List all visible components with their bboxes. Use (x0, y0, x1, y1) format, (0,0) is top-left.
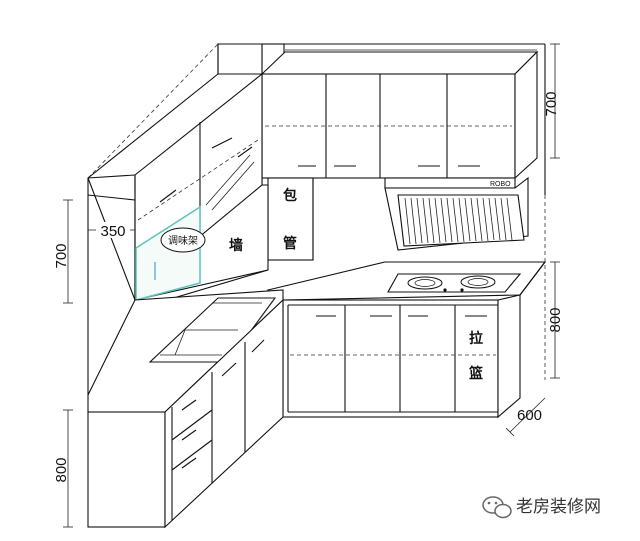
hood-brand-label: ROBO (490, 181, 511, 188)
dim-base-depth: 600 (517, 407, 542, 424)
right-upper-cabinets (260, 50, 539, 180)
upper-left-handle (237, 146, 253, 158)
pipe-box-lower (267, 177, 314, 261)
right-countertop (266, 261, 547, 301)
watermark-text: 老房装修网 (516, 497, 601, 516)
drawer-handle (181, 457, 197, 469)
hood-vent-slats (404, 197, 513, 245)
wall-label: 墙 (229, 237, 243, 254)
door-handle (251, 339, 265, 353)
dim-upper-height: 700 (543, 91, 560, 116)
dim-base-height-left: 800 (53, 457, 70, 482)
pipe-label-top: 包 (283, 187, 297, 204)
spice-rack: 调味架 (135, 205, 206, 301)
watermark: 老房装修网 (482, 496, 601, 519)
upper-left-handle (211, 137, 233, 149)
right-base-cabinets (282, 294, 521, 419)
door-handle (221, 362, 237, 377)
spice-rack-label: 调味架 (168, 235, 198, 247)
left-base-cabinets (87, 298, 284, 529)
wechat-icon (482, 496, 512, 519)
dim-base-height-right: 800 (547, 307, 564, 332)
pull-basket-label-top: 拉 (469, 330, 483, 347)
drawer-handle (181, 399, 197, 411)
dim-upper-depth: 350 (100, 223, 125, 240)
drawer-handle (181, 429, 197, 441)
pull-basket-label-bottom: 篮 (468, 365, 483, 382)
dim-left-upper-height: 700 (53, 243, 70, 268)
range-hood: ROBO (384, 176, 529, 251)
pipe-label-bottom: 管 (283, 235, 297, 252)
upper-left-handle (159, 189, 177, 203)
